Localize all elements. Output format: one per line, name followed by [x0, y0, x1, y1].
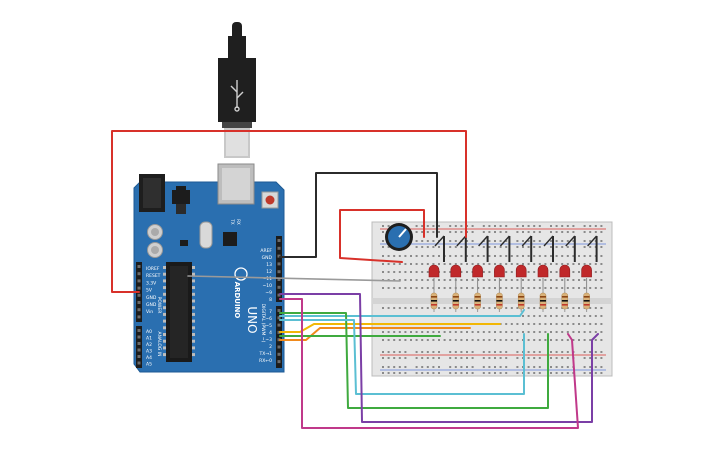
pin-label: A0	[146, 329, 152, 335]
pin-label: ~9	[265, 290, 272, 296]
pin-label: IOREF	[146, 266, 160, 272]
pin-label: 2	[269, 344, 272, 350]
wire-purple	[279, 293, 599, 423]
digital-header-label: DIGITAL (PWM ~)	[260, 304, 266, 343]
pin-label: 12	[266, 269, 272, 275]
pin-label: 7	[269, 309, 272, 315]
pin-label: ~6	[265, 316, 272, 322]
pin-label: 8	[269, 297, 272, 303]
model-label: UNO	[245, 306, 259, 333]
wire-5v-red	[111, 130, 467, 293]
arduino-logo-icon	[234, 267, 248, 281]
crystal	[199, 221, 213, 249]
led	[472, 264, 483, 278]
pin-label: A5	[146, 362, 152, 368]
pin-label: RX←0	[259, 358, 272, 364]
tx-label: TX	[230, 218, 235, 224]
pin-label: 13	[266, 262, 272, 268]
led-ground-wires	[434, 235, 598, 262]
pin-label: A3	[146, 349, 152, 355]
arduino-uno-board: ARDUINO UNO DIGITAL (PWM ~) POWER ANALOG…	[133, 163, 285, 373]
brand-label: ARDUINO	[233, 282, 241, 319]
pin-label: A1	[146, 336, 152, 342]
wire-pot-gray	[187, 275, 401, 282]
pin-label: 5V	[146, 288, 153, 294]
wire-yellow	[279, 323, 501, 333]
pin-label: GND	[146, 295, 157, 301]
led-array	[428, 264, 592, 290]
wire-pot-red	[339, 209, 425, 263]
power-header-label: POWER	[156, 297, 162, 314]
led	[428, 264, 440, 278]
led	[450, 264, 462, 278]
led	[559, 264, 571, 278]
usb-icon	[230, 80, 244, 112]
wire-orange	[279, 327, 471, 341]
pin-label: A2	[146, 342, 152, 348]
wire-cyan-long	[279, 319, 525, 395]
pin-label: 4	[269, 330, 272, 336]
pin-label: ~3	[265, 337, 272, 343]
pin-label: A4	[146, 355, 152, 361]
rx-label: RX	[236, 219, 241, 225]
pin-label: GND	[146, 302, 157, 308]
pin-label: ~11	[263, 276, 273, 282]
pin-label: Vin	[146, 309, 153, 315]
analog-header	[136, 326, 142, 368]
pin-label: 3.3V	[146, 280, 157, 286]
breadboard	[371, 221, 613, 377]
pin-label: ~5	[265, 323, 272, 329]
pin-label: AREF	[260, 248, 272, 254]
pin-label: ~10	[263, 283, 273, 289]
pin-label: RESET	[146, 273, 161, 279]
wire-gnd-black	[279, 172, 438, 258]
wire-green-long	[279, 312, 549, 409]
wire-magenta	[279, 298, 579, 429]
potentiometer	[385, 223, 413, 251]
resistor-array	[430, 290, 590, 312]
pin-label: GND	[262, 255, 273, 261]
digital-header-bottom	[276, 306, 282, 368]
digital-header-top	[276, 236, 282, 302]
led	[494, 264, 505, 278]
usb-cable	[218, 22, 256, 158]
analog-header-label: ANALOG IN	[156, 331, 162, 356]
led	[515, 264, 527, 278]
led	[581, 264, 592, 278]
led	[537, 264, 549, 278]
pin-label: TX→1	[259, 351, 273, 357]
